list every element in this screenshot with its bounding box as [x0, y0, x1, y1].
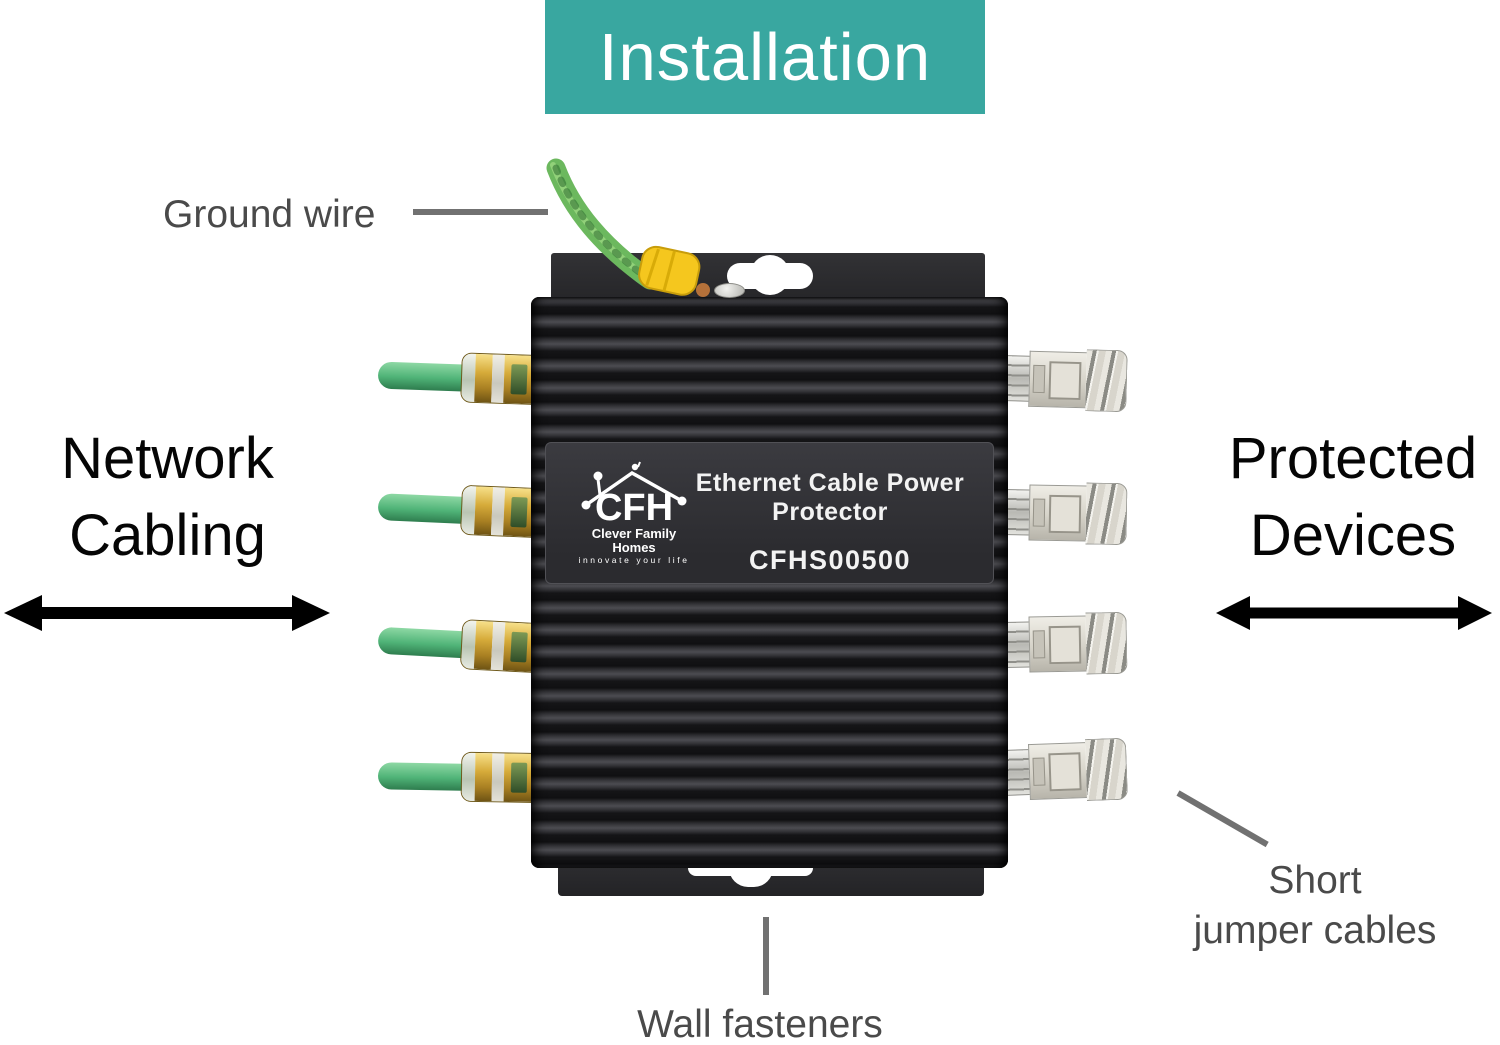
device-label-text: Ethernet Cable Power Protector CFHS00500: [678, 469, 982, 576]
wire-nut: [638, 245, 701, 296]
network-cabling-title: Network Cabling: [15, 420, 320, 574]
cable-tube: [377, 493, 471, 525]
logo-acronym: CFH: [594, 487, 674, 529]
surge-protector-device: CFH Clever Family Homes innovate your li…: [531, 297, 1008, 868]
protected-devices-line1: Protected: [1228, 426, 1478, 491]
ground-wire-pointer-line: [413, 209, 548, 215]
protected-devices-title: Protected Devices: [1203, 420, 1500, 574]
connector-body: [1028, 484, 1087, 542]
short-jumper-label: Short jumper cables: [1160, 856, 1470, 956]
cfh-logo: CFH Clever Family Homes innovate your li…: [570, 461, 698, 565]
ground-screw: [714, 283, 745, 298]
cable-tube: [377, 361, 471, 392]
device-title: Ethernet Cable Power Protector: [695, 469, 965, 526]
keyhole-notch-circle: [729, 868, 773, 887]
keyhole-circle: [750, 255, 790, 295]
network-cabling-line2: Cabling: [69, 503, 266, 568]
house-roof-icon: [581, 461, 687, 510]
jumper-cable-connector: [1001, 611, 1129, 675]
bottom-mounting-flange: [558, 866, 984, 896]
cable-tube: [377, 762, 471, 791]
short-jumper-line1: Short: [1268, 859, 1362, 902]
cable-plug-gold: [460, 620, 538, 672]
jumper-cable-connector: [1001, 349, 1128, 413]
connector-body: [1028, 615, 1087, 673]
banner: Installation: [545, 0, 985, 114]
connector-boot: [1084, 737, 1129, 802]
connector-body: [1028, 350, 1087, 409]
network-cabling-line1: Network: [61, 426, 274, 491]
cable-plug-gold: [461, 353, 537, 404]
protected-devices-line2: Devices: [1249, 503, 1457, 568]
ground-wire-graphic: [546, 158, 710, 297]
network-cable: [377, 482, 538, 537]
cable-plug-gold: [461, 752, 537, 802]
protected-double-arrow-icon: [1216, 596, 1492, 630]
banner-title: Installation: [598, 19, 932, 95]
network-cable: [377, 616, 538, 672]
jumper-cable-connector: [1001, 737, 1129, 802]
connector-boot: [1085, 349, 1128, 413]
ground-wire-label: Ground wire: [163, 193, 376, 236]
wall-fasteners-label: Wall fasteners: [637, 1003, 883, 1045]
cable-plug-gold: [461, 485, 538, 537]
copper-wire-tip: [696, 283, 710, 297]
short-jumper-pointer-line: [1176, 790, 1269, 848]
logo-tagline: innovate your life: [578, 555, 690, 565]
connector-boot: [1085, 482, 1128, 546]
jumper-cable-connector: [1001, 482, 1129, 546]
wall-fasteners-pointer-line: [763, 917, 769, 995]
connector-boot: [1085, 611, 1128, 675]
short-jumper-line2: jumper cables: [1193, 909, 1437, 952]
device-model: CFHS00500: [748, 545, 912, 575]
connector-body: [1028, 742, 1087, 801]
network-cable: [377, 751, 537, 802]
logo-name: Clever Family Homes: [591, 526, 677, 555]
network-double-arrow-icon: [4, 595, 330, 631]
device-label-plate: CFH Clever Family Homes innovate your li…: [545, 442, 994, 584]
network-cable: [377, 351, 537, 404]
cable-tube: [377, 626, 471, 659]
